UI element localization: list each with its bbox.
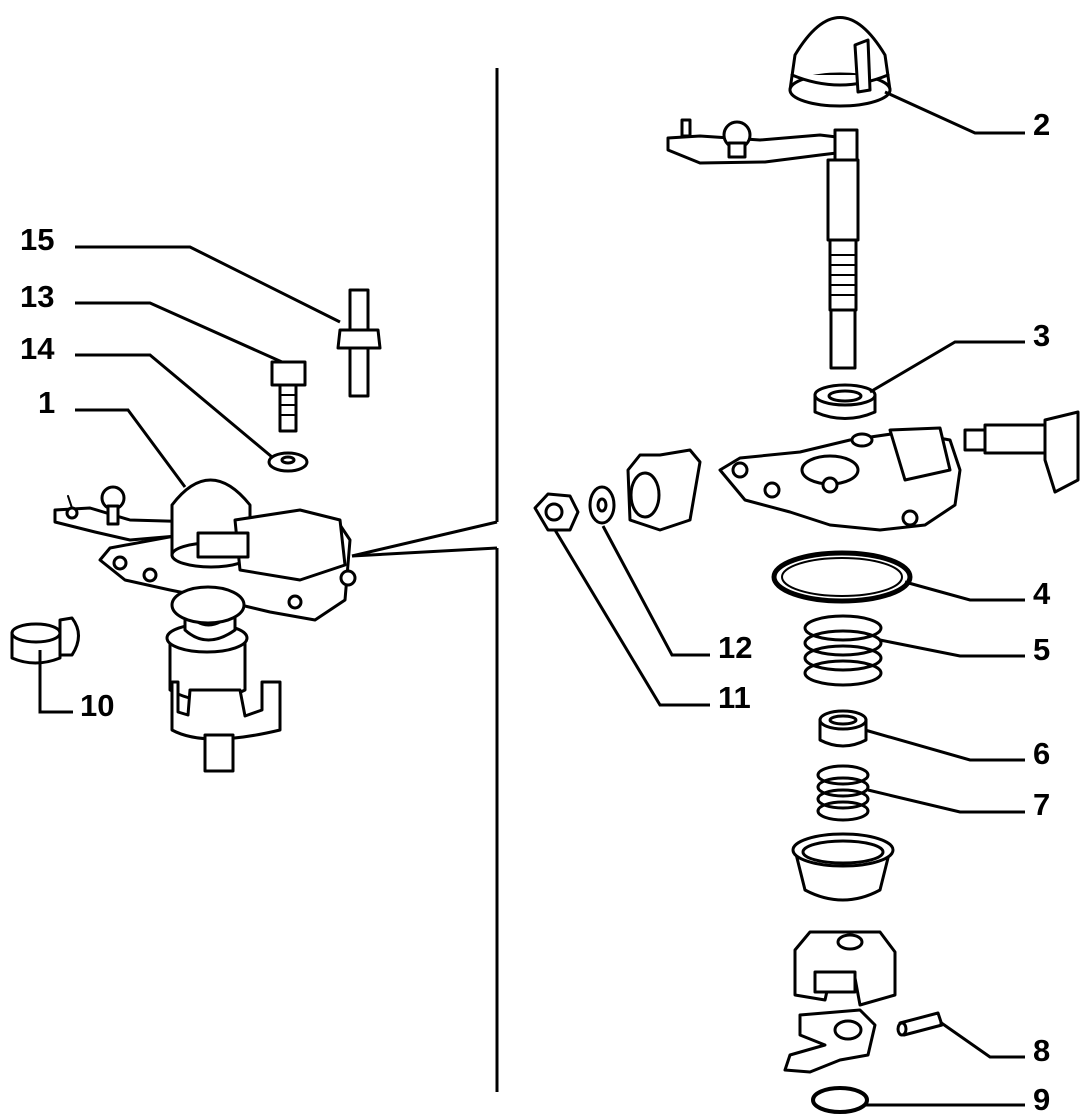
part-7-spring <box>816 764 870 822</box>
part-9-circlip <box>811 1086 869 1114</box>
callout-1: 1 <box>38 385 55 420</box>
assembled-selector-unit <box>53 478 357 773</box>
callout-labels: 2 3 4 5 6 7 8 9 1 10 11 12 13 14 15 <box>20 107 1051 1117</box>
part-13-bolt <box>270 360 307 433</box>
lower-yoke <box>793 930 897 1007</box>
callout-4: 4 <box>1033 576 1051 611</box>
part-15-stud <box>336 288 382 398</box>
callout-13: 13 <box>20 279 54 314</box>
callout-2: 2 <box>1033 107 1050 142</box>
part-3-bushing <box>813 383 877 420</box>
part-4-o-ring <box>771 550 913 604</box>
side-plunger <box>963 410 1080 494</box>
part-6-sleeve <box>818 709 868 748</box>
selector-lever <box>783 1008 877 1074</box>
part-5-spring <box>803 614 883 687</box>
callout-10: 10 <box>80 688 114 723</box>
callout-11: 11 <box>718 680 751 715</box>
shift-shaft <box>666 118 860 370</box>
housing-plate <box>718 426 962 532</box>
callout-12: 12 <box>718 630 752 665</box>
part-12-washer <box>588 485 616 525</box>
callout-9: 9 <box>1033 1082 1050 1117</box>
part-14-washer <box>267 451 309 473</box>
leader-lines <box>38 90 1025 1107</box>
callout-14: 14 <box>20 331 55 366</box>
divider-lines <box>351 68 499 1092</box>
callout-5: 5 <box>1033 632 1050 667</box>
callout-7: 7 <box>1033 787 1050 822</box>
part-2-boot <box>788 16 892 108</box>
spring-cup <box>791 832 895 902</box>
part-11-nut <box>533 492 580 532</box>
callout-3: 3 <box>1033 318 1050 353</box>
callout-15: 15 <box>20 222 54 257</box>
part-10-cap <box>10 616 80 665</box>
callout-8: 8 <box>1033 1033 1050 1068</box>
callout-6: 6 <box>1033 736 1050 771</box>
selector-finger <box>626 448 702 532</box>
part-8-pin <box>896 1011 944 1037</box>
